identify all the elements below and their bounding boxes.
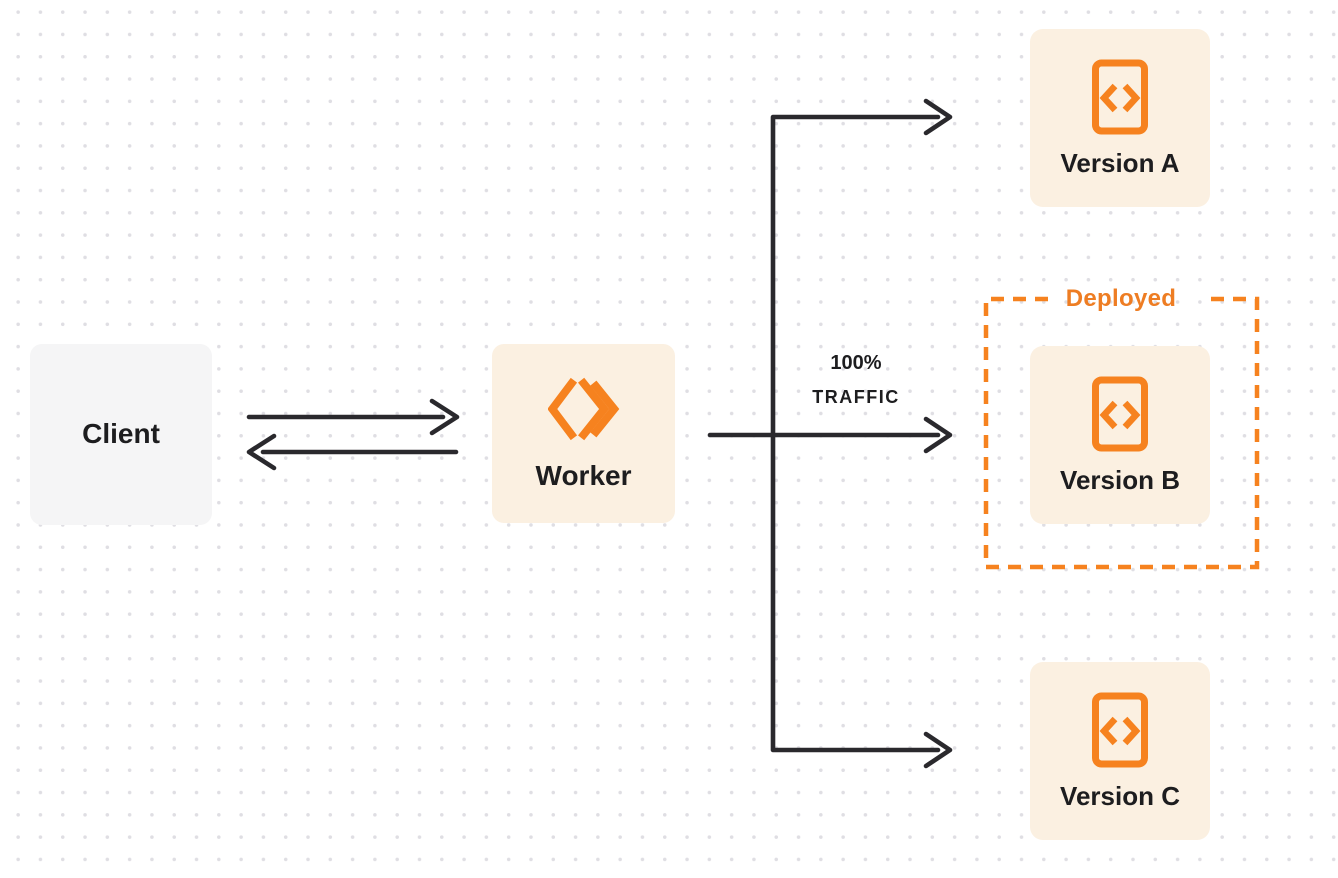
node-version-a: Version A bbox=[1030, 29, 1210, 207]
worker-fanout-line bbox=[770, 114, 941, 753]
arrow-worker-to-client bbox=[246, 433, 459, 471]
arrowhead-version-b bbox=[923, 416, 953, 454]
client-label: Client bbox=[82, 418, 160, 450]
workers-logo-icon bbox=[547, 377, 619, 441]
traffic-label: 100% TRAFFIC bbox=[785, 352, 927, 408]
traffic-word: TRAFFIC bbox=[812, 387, 900, 407]
version-b-label: Version B bbox=[1060, 464, 1180, 495]
node-worker: Worker bbox=[492, 344, 675, 523]
code-document-icon bbox=[1092, 692, 1148, 768]
deployed-label: Deployed bbox=[1065, 285, 1177, 312]
version-c-label: Version C bbox=[1060, 780, 1180, 811]
worker-label: Worker bbox=[535, 460, 632, 492]
arrow-client-to-worker bbox=[246, 398, 460, 436]
code-document-icon bbox=[1092, 376, 1148, 452]
version-a-label: Version A bbox=[1060, 147, 1180, 178]
code-document-icon bbox=[1092, 59, 1148, 135]
node-version-b: Version B bbox=[1030, 346, 1210, 524]
arrowhead-version-a bbox=[923, 98, 953, 136]
arrowhead-version-c bbox=[923, 731, 953, 769]
node-version-c: Version C bbox=[1030, 662, 1210, 840]
traffic-percent: 100% bbox=[830, 352, 882, 374]
node-client: Client bbox=[30, 344, 212, 525]
